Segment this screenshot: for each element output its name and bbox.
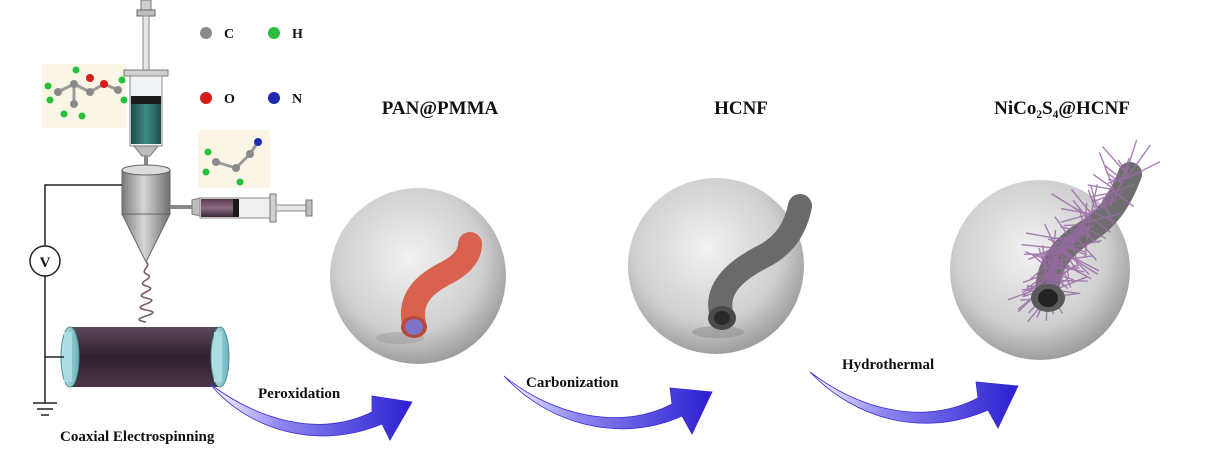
fiber	[400, 232, 482, 336]
nanoneedle	[1110, 183, 1136, 194]
stage-circle-pan-pmma	[330, 188, 506, 364]
nanoneedle	[1087, 189, 1096, 209]
nanoneedle	[1124, 161, 1161, 181]
legend-item-nitrogen: N	[268, 92, 302, 107]
nanoneedle	[1078, 207, 1084, 223]
nanoneedle	[1030, 252, 1052, 272]
pan-monomer-molecule	[198, 130, 270, 188]
nanoneedle	[1064, 224, 1094, 245]
legend-label: C	[224, 27, 234, 42]
nanoneedle	[1040, 254, 1054, 266]
nanoneedle	[1123, 139, 1138, 181]
nanoneedle	[1052, 265, 1085, 273]
pmma-monomer-molecule	[42, 64, 128, 128]
legend-item-hydrogen: H	[268, 27, 303, 42]
nanoneedle	[1070, 189, 1092, 214]
nanoneedle	[1091, 211, 1117, 223]
atom-legend: C H O N	[200, 27, 303, 107]
nanoneedle	[1047, 249, 1059, 281]
hydrogen-atom-icon	[268, 27, 280, 39]
spinning-jet	[138, 261, 154, 323]
legend-item-carbon: C	[200, 27, 234, 42]
stage-title-nico2s4-hcnf: NiCo₂S₄@HCNF	[994, 98, 1130, 119]
step-label-peroxidation: Peroxidation	[258, 386, 341, 402]
nanoneedle	[1084, 202, 1088, 220]
spinneret	[121, 164, 171, 264]
nanoneedle	[1063, 245, 1070, 278]
stage-title-pan-pmma: PAN@PMMA	[382, 98, 499, 119]
nanoneedle	[1030, 253, 1060, 280]
nanoneedle	[1024, 251, 1055, 264]
legend-label: H	[292, 27, 303, 42]
legend-label: O	[224, 92, 235, 107]
nanoneedle	[1112, 190, 1135, 208]
nanoneedle	[1060, 225, 1076, 232]
nanoneedle	[1081, 212, 1121, 225]
setup-caption: Coaxial Electrospinning	[60, 429, 215, 445]
stage-title-hcnf: HCNF	[714, 98, 768, 119]
voltmeter-label: V	[40, 255, 51, 271]
nanoneedle	[1035, 243, 1065, 256]
vertical-syringe	[123, 0, 169, 170]
nanoneedle	[1098, 192, 1112, 211]
electrospinning-setup: V Coaxial Electrospinning	[29, 0, 313, 445]
nanoneedle	[1050, 229, 1057, 270]
nitrogen-atom-icon	[268, 92, 280, 104]
nanoneedle	[1087, 184, 1115, 191]
circuit-wires	[33, 184, 122, 416]
arrow-carbonization: Carbonization	[503, 375, 713, 435]
stage-circle-hcnf	[628, 178, 812, 354]
nanoneedle	[1025, 232, 1068, 242]
arrow-hydrothermal: Hydrothermal	[809, 357, 1019, 429]
horizontal-syringe	[170, 193, 313, 223]
nanoneedle	[1101, 146, 1129, 177]
step-label-hydrothermal: Hydrothermal	[842, 357, 934, 373]
nanoneedle	[1036, 268, 1053, 289]
legend-label: N	[292, 92, 302, 107]
stage-circle-nico2s4-hcnf	[950, 139, 1161, 360]
nanoneedle	[1088, 215, 1111, 234]
nanoneedle	[1091, 199, 1117, 213]
step-label-carbonization: Carbonization	[526, 375, 619, 391]
nanoneedle	[1081, 215, 1089, 230]
nanoneedle	[1092, 173, 1115, 190]
carbon-atom-icon	[200, 27, 212, 39]
nanoneedle	[1128, 144, 1151, 176]
fiber	[708, 194, 812, 328]
legend-item-oxygen: O	[200, 92, 235, 107]
nanoneedle	[1090, 185, 1098, 208]
voltmeter: V	[29, 245, 61, 277]
nanoneedle	[1060, 250, 1100, 272]
nanoneedle	[1063, 223, 1081, 227]
nanoneedle	[1098, 152, 1115, 190]
nanoneedle	[1054, 233, 1074, 262]
collector-drum	[60, 326, 230, 388]
arrow-peroxidation: Peroxidation	[209, 383, 413, 441]
oxygen-atom-icon	[200, 92, 212, 104]
nanoneedle	[1048, 279, 1088, 282]
nanoneedle-whiskers	[1007, 139, 1161, 323]
nanoneedle	[1070, 235, 1079, 268]
nanoneedle	[1076, 228, 1100, 244]
nanoneedle	[1091, 195, 1108, 203]
nanoneedle	[1054, 255, 1093, 262]
nanoneedle	[1104, 164, 1124, 182]
